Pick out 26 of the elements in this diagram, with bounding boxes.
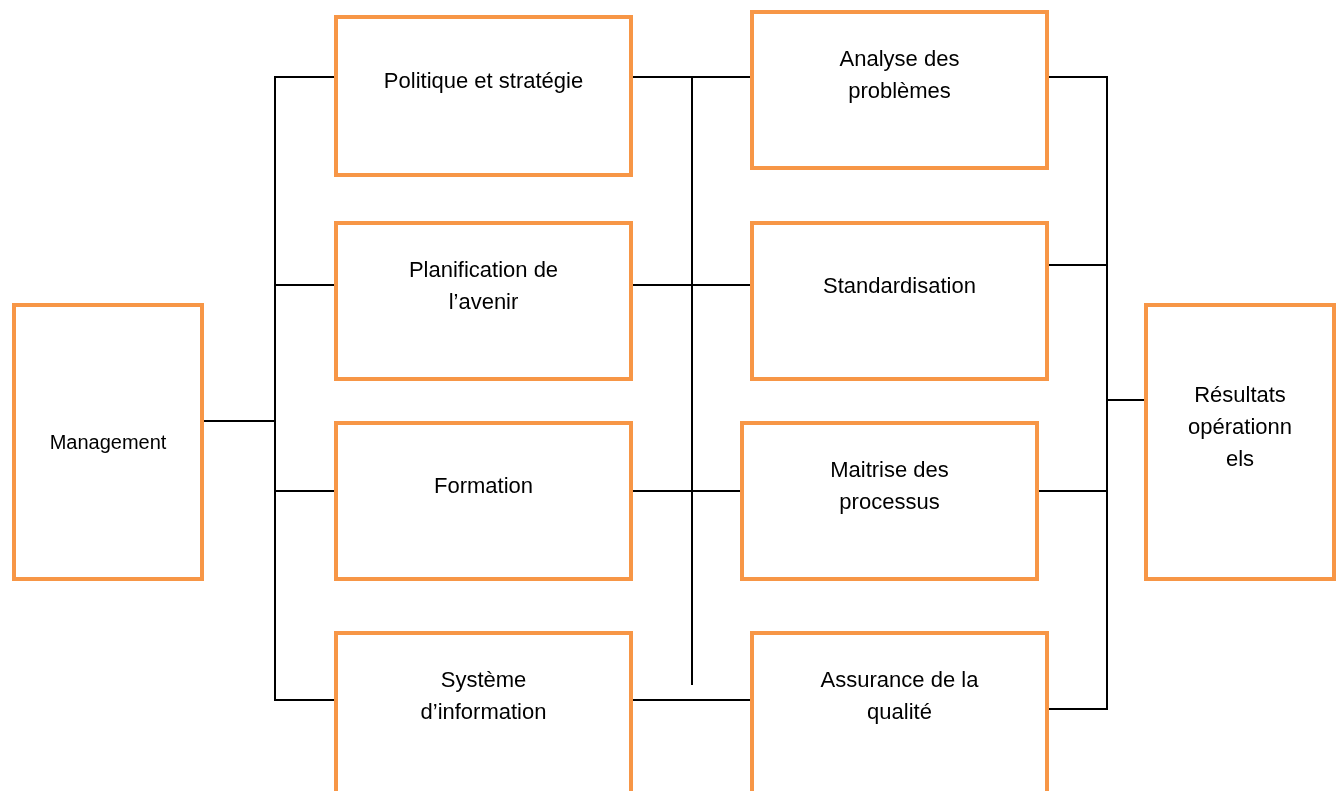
connector-line	[632, 699, 751, 701]
process-box	[12, 303, 204, 581]
process-box	[334, 421, 633, 581]
connector-line	[1048, 399, 1145, 710]
process-box	[750, 221, 1049, 381]
process-box	[1144, 303, 1336, 581]
connector-line	[632, 490, 741, 492]
connector-line	[632, 284, 751, 286]
process-box	[740, 421, 1039, 581]
box-label: Système d’information	[419, 666, 548, 726]
process-box	[750, 10, 1049, 170]
connector-line	[632, 76, 751, 78]
box-label: Politique et stratégie	[383, 67, 584, 96]
process-box	[750, 631, 1049, 791]
box-label: Management	[49, 429, 167, 455]
box-label: Standardisation	[823, 272, 976, 301]
box-label: Résultats opérationn els	[1187, 381, 1293, 473]
box-label: Maitrise des processus	[829, 456, 950, 516]
process-box	[334, 15, 633, 177]
box-label: Assurance de la qualité	[819, 666, 980, 726]
box-label: Formation	[433, 472, 533, 501]
box-label: Analyse des problèmes	[838, 45, 961, 105]
process-box	[334, 221, 633, 381]
box-label: Planification de l’avenir	[407, 256, 560, 316]
connector-line	[203, 420, 335, 701]
process-box	[334, 631, 633, 791]
